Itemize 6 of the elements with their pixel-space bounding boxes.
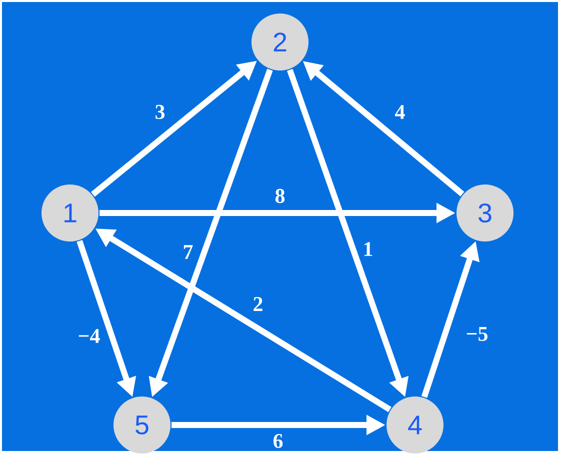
edge-label: 1 bbox=[362, 241, 374, 257]
edge-label: 4 bbox=[394, 104, 406, 120]
edge-label: 7 bbox=[182, 244, 194, 260]
edge-label: −4 bbox=[76, 328, 102, 344]
edge-label: 2 bbox=[252, 296, 264, 312]
edge-label: −5 bbox=[464, 326, 490, 342]
